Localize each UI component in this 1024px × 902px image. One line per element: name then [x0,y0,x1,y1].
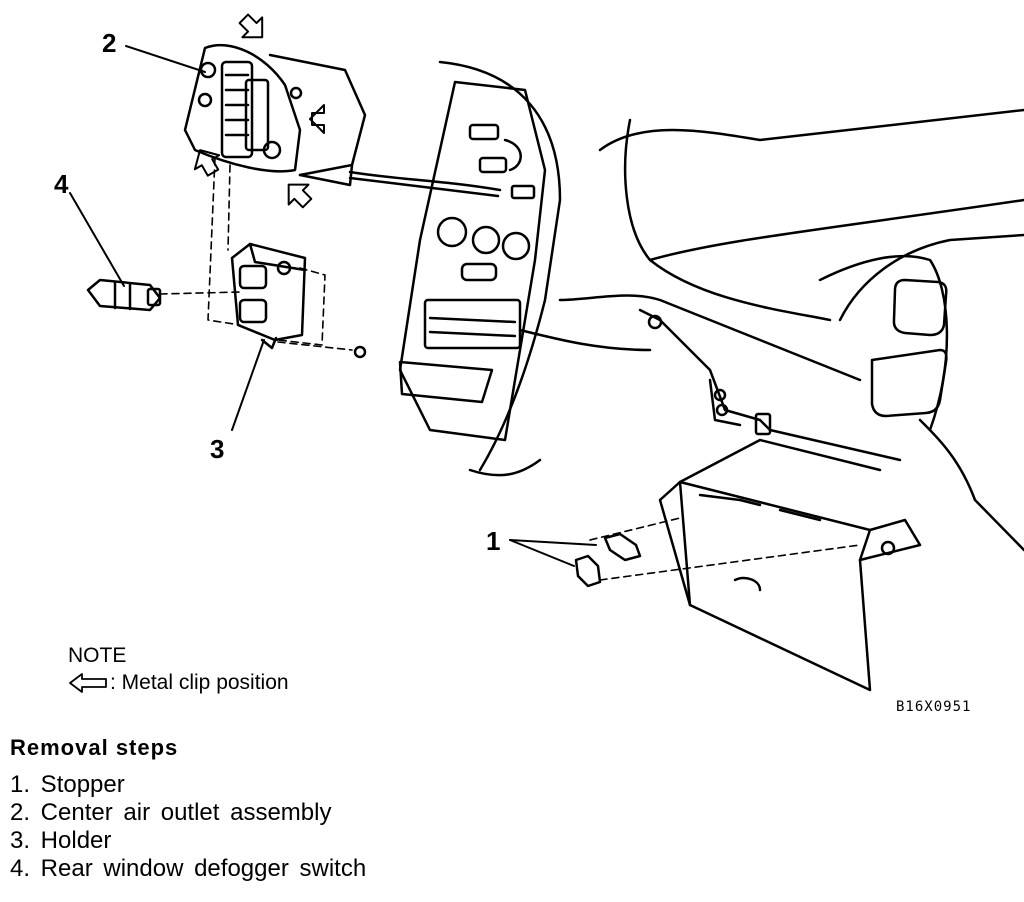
note-block: NOTE : Metal clip position [68,642,289,696]
removal-steps-title: Removal steps [10,735,179,760]
hollow-arrow-left-icon [69,672,107,693]
callout-4: 4 [54,169,69,199]
figure-code: B16X0951 [896,699,972,715]
assembly-lines [159,157,861,581]
screw [353,345,367,359]
removal-step: 1. Stopper [10,771,125,798]
exploded-diagram: 1 2 3 4 [54,13,1024,692]
center-air-outlet-assembly [183,43,502,198]
removal-step: 4. Rear window defogger switch [10,855,367,882]
stoppers [574,532,642,588]
callout-1: 1 [486,526,500,556]
note-clip-text: : Metal clip position [110,671,289,694]
bracket [638,308,902,462]
dashboard-outline [438,60,1024,552]
metal-clip-arrow-icon [193,13,325,209]
side-panel-vents [818,254,949,432]
removal-steps: Removal steps 1. Stopper 2. Center air o… [10,735,366,883]
note-title: NOTE [68,644,127,667]
defogger-switch [86,278,162,312]
callout-2: 2 [102,28,116,58]
glove-box [658,438,922,692]
note-row: : Metal clip position [68,669,289,696]
removal-step: 2. Center air outlet assembly [10,799,332,826]
callout-3: 3 [210,434,224,464]
holder [230,242,307,350]
removal-step: 3. Holder [10,827,112,854]
center-console [398,80,547,442]
leader-lines [69,45,597,567]
